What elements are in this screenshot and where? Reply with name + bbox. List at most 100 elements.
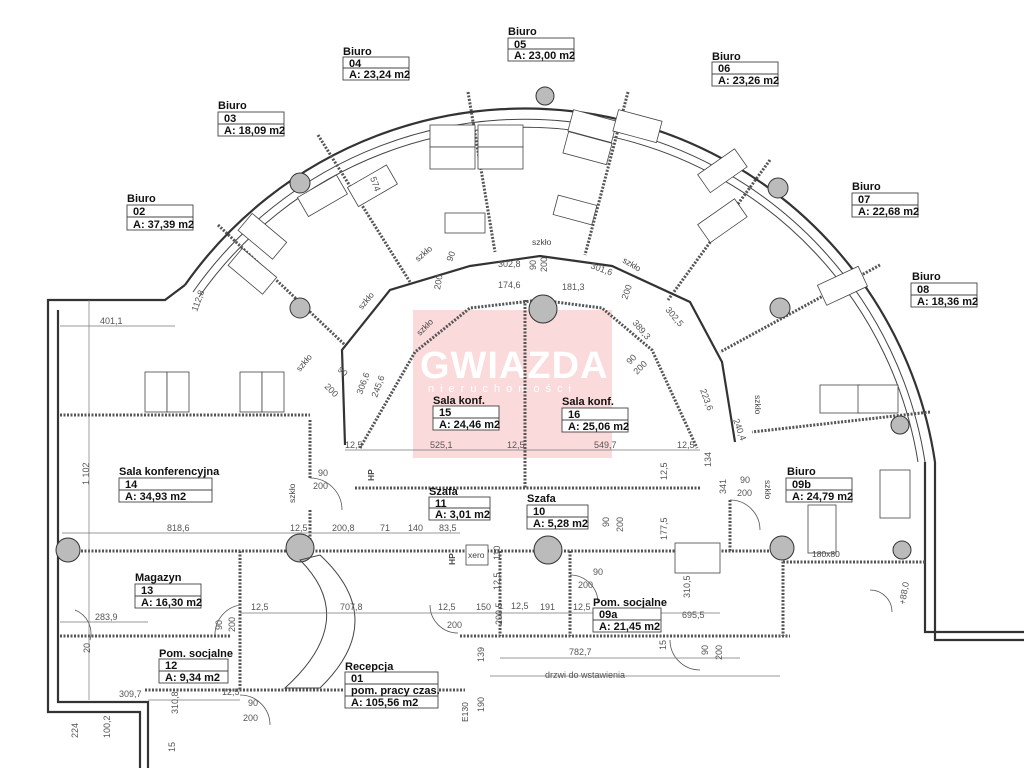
room-label-05-text: 05 [514,39,526,51]
room-label-06-text: A: 23,26 m2 [718,75,779,87]
fixtures-text: HP [447,553,457,565]
dimension-labels-text: 283,9 [95,612,118,622]
door-labels-text: 200 [313,481,328,491]
room-label-02-text: Biuro [127,193,156,205]
fixtures-text: 180x80 [812,549,840,559]
door-labels-text: 90 [248,698,258,708]
dimension-labels-text: 12,5 [511,601,529,611]
door-labels-text: 90 [318,468,328,478]
dimension-labels-text: 782,7 [569,647,592,657]
door-labels-text: 200 [737,488,752,498]
dimension-labels-text: 12,5 [492,572,502,590]
door-labels-text: 200 [714,645,724,660]
door-labels-text: szkło [532,237,552,247]
door-labels-text: 200 [539,257,549,272]
room-label-12-text: Pom. socjalne [159,648,233,660]
room-label-07-text: Biuro [852,181,881,193]
doors [74,477,893,726]
dimension-labels-text: 341 [718,479,728,494]
dimension-labels-text: 302,8 [498,259,521,269]
copier [465,544,489,566]
room-label-14-text: 14 [125,479,138,491]
dimension-labels-text: 191 [540,602,555,612]
door-labels-text: 90 [700,645,710,655]
room-label-03: Biuro 03A: 18,09 m2 [217,100,285,137]
dimension-labels-text: 100,2 [102,715,112,738]
room-label-03-text: Biuro [218,100,247,112]
room-label-01-text: 01 [351,673,363,685]
dimension-lines [60,300,780,701]
door-labels-text: 200 [447,620,462,630]
watermark: GWIAZDA nieruchomości [413,310,612,458]
dimension-labels-text: 200,5 [494,602,504,625]
door-labels-text: 200 [323,381,341,399]
room-label-09b-text: 09b [792,479,811,491]
room-label-02: Biuro 02A: 37,39 m2 [126,193,194,231]
room-label-16: Sala konf. 16A: 25,06 m2 [561,396,629,433]
door-labels-text: szkło [356,290,376,311]
room-label-05-text: A: 23,00 m2 [514,50,575,62]
room-label-05: Biuro 05A: 23,00 m2 [507,26,575,62]
room-label-11-text: A: 3,01 m2 [435,509,490,521]
room-label-06-text: 06 [718,63,730,75]
room-label-14-text: Sala konferencyjna [119,466,220,478]
room-label-07-text: A: 22,68 m2 [858,206,919,218]
room-label-11: Szafa 11A: 3,01 m2 [428,486,491,521]
office-partitions [216,91,931,490]
dimension-labels-text: 707,8 [340,602,363,612]
door-labels-text: 200 [578,580,593,590]
dimension-labels-text: 110 [492,546,502,560]
room-label-12-text: A: 9,34 m2 [165,672,220,684]
dimension-labels-text: 245,6 [369,374,386,399]
dimension-labels-text: 818,6 [167,523,190,533]
dimension-labels-text: 15 [658,640,668,650]
dimension-labels-text: 12,5 [507,440,525,450]
door-labels-text: szkło [763,480,773,500]
dimension-labels-text: 310,5 [682,575,692,598]
fixtures-text: E130 [460,702,470,722]
room-label-12: Pom. socjalne 12A: 9,34 m2 [158,648,233,684]
dimension-labels-text: 200,8 [332,523,355,533]
dimension-labels-text: 140 [408,523,423,533]
room-label-13-text: Magazyn [135,572,182,584]
watermark-brand: GWIAZDA [420,345,609,387]
dimension-labels-text: 150 [476,602,491,612]
room-label-11-text: Szafa [429,486,459,498]
room-label-04: Biuro 04A: 23,24 m2 [342,46,410,81]
dimension-labels-text: 310,8 [170,691,180,714]
room-label-13-text: 13 [141,585,153,597]
dimension-labels-text: 12,5 [290,523,308,533]
dimension-labels-text: 177,5 [659,517,669,540]
room-label-15-text: 15 [439,407,451,419]
dimension-labels-text: 190 [476,697,486,712]
room-label-10-text: A: 5,28 m2 [533,518,588,530]
door-labels-text: 90 [740,475,750,485]
dimension-labels-text: 574 [368,175,383,193]
door-labels-text: 90 [444,250,457,263]
room-label-03-text: 03 [224,113,236,125]
dimension-labels-text: 12,5 [573,602,591,612]
room-label-08-text: 08 [917,284,929,296]
dimension-labels-text: 224 [70,723,80,738]
door-labels-text: 200 [619,283,634,301]
room-label-09b-text: Biuro [787,466,816,478]
room-label-12-text: 12 [165,660,177,672]
dimension-labels-text: 12,5 [222,687,240,697]
room-label-13-text: A: 16,30 m2 [141,597,202,609]
dimension-labels-text: 302,5 [663,305,685,329]
dimension-labels-text: 1 102 [81,462,91,485]
door-labels-text: 200 [243,713,258,723]
door-labels-text: 200 [615,517,625,532]
dimension-labels-text: 389,3 [630,318,652,342]
room-label-09a-text: A: 21,45 m2 [599,621,660,633]
dimension-labels-text: 174,6 [498,280,521,290]
door-labels-text: szkło [413,243,434,263]
room-label-10-text: 10 [533,506,545,518]
fixtures: xero HP HP E130 drzwi do wstawienia 180x… [366,469,840,722]
door-labels-text: 90 [214,620,224,630]
room-label-08-text: A: 18,36 m2 [917,296,978,308]
dimension-labels-text: 12,5 [659,462,669,480]
watermark-text: nieruchomości [428,383,577,395]
columns [55,86,912,565]
